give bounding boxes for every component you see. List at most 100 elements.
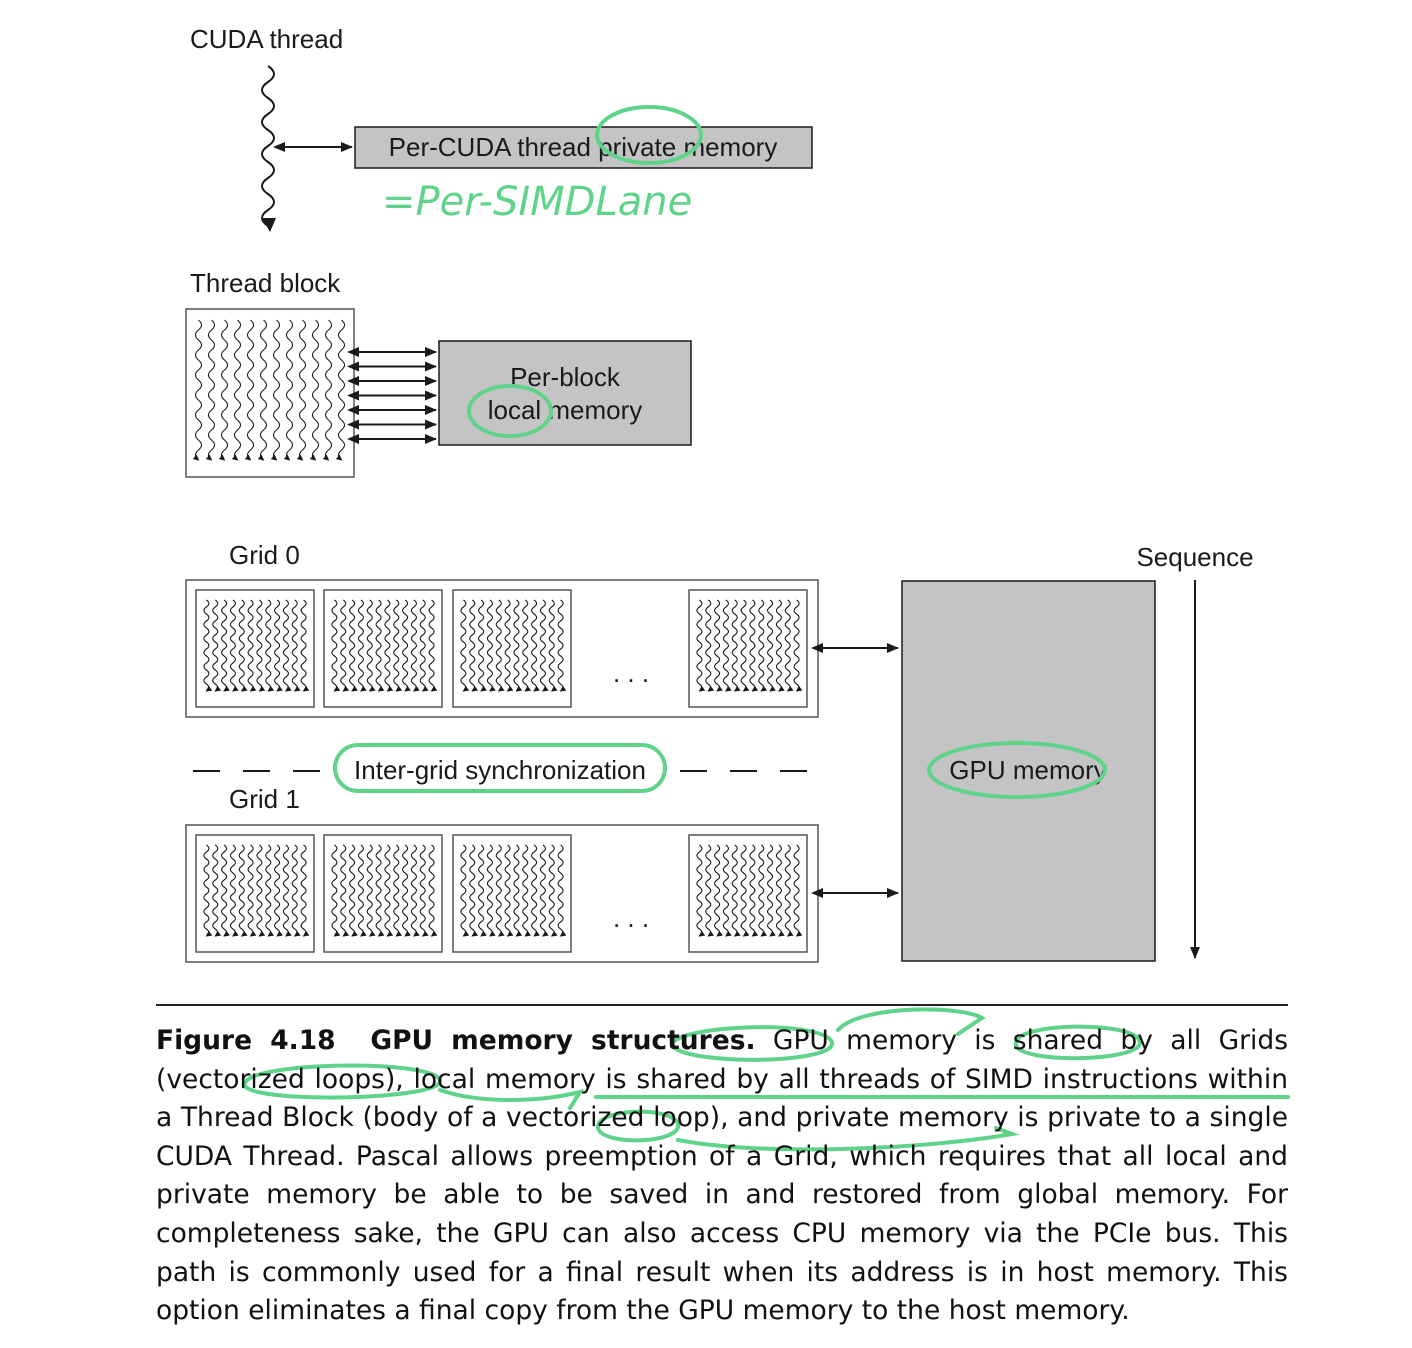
thread-squiggle [469, 844, 479, 937]
thread-squiggle [296, 319, 307, 461]
thread-squiggle [300, 599, 310, 692]
thread-squiggle [557, 599, 567, 692]
thread-squiggle [714, 599, 723, 692]
gpu-memory-label: GPU memory [949, 755, 1106, 785]
thread-squiggle [349, 599, 358, 692]
thread-squiggle [265, 599, 275, 692]
thread-squiggle [495, 844, 505, 937]
thread-squiggle [419, 599, 429, 692]
thread-squiggle [393, 844, 403, 937]
handwritten-per-simd-lane-note: =Per-SIMDLane [382, 179, 692, 225]
thread-squiggle [366, 599, 376, 692]
private-circle-annotation [595, 105, 703, 165]
thread-squiggle [486, 844, 496, 937]
thread-squiggle [557, 844, 567, 937]
thread-squiggle [335, 319, 346, 461]
thread-squiggle [539, 599, 549, 692]
grid0-ellipsis: . . . [613, 658, 649, 688]
thread-squiggle [722, 599, 732, 692]
thread-squiggle [740, 599, 750, 692]
thread-squiggle [531, 844, 540, 937]
thread-squiggle [478, 844, 487, 937]
thread-squiggle [256, 599, 266, 692]
thread-squiggle [270, 319, 281, 461]
thread-squiggle [244, 319, 255, 461]
thread-squiggle [749, 599, 759, 692]
grid1-thread-blocks [195, 834, 808, 953]
thread-squiggle [384, 844, 394, 937]
figure-number: Figure 4.18 [156, 1025, 336, 1056]
thread-squiggle [375, 844, 385, 937]
private-memory-label: Per-CUDA thread private memory [389, 132, 778, 162]
thread-squiggle [349, 844, 358, 937]
thread-squiggle [531, 599, 540, 692]
thread-squiggle [539, 844, 549, 937]
thread-squiggle [265, 844, 275, 937]
thread-squiggle [331, 844, 341, 937]
thread-squiggle [696, 844, 706, 937]
thread-squiggle [495, 599, 505, 692]
thread-squiggle [221, 599, 230, 692]
thread-squiggle [460, 599, 470, 692]
thread-block-threads [192, 319, 346, 461]
thread-squiggle [340, 844, 350, 937]
thread-squiggle [212, 599, 222, 692]
thread-squiggle [428, 599, 438, 692]
gpu-memory-circle-annotation [927, 741, 1107, 799]
figure-title: GPU memory structures. [370, 1025, 756, 1056]
thread-squiggle [469, 599, 479, 692]
thread-squiggle [384, 599, 394, 692]
thread-squiggle [192, 319, 203, 461]
thread-squiggle [274, 844, 283, 937]
thread-squiggle [486, 599, 496, 692]
grid0-label: Grid 0 [229, 540, 300, 570]
cuda-thread-arrowhead [262, 218, 276, 232]
thread-squiggle [331, 599, 341, 692]
thread-squiggle [229, 599, 239, 692]
thread-squiggle [300, 844, 310, 937]
figure-caption: Figure 4.18 GPU memory structures. GPU m… [156, 1022, 1288, 1331]
thread-squiggle [274, 599, 283, 692]
thread-squiggle [231, 319, 242, 461]
thread-squiggle [212, 844, 222, 937]
cuda-thread-label: CUDA thread [190, 24, 343, 54]
thread-squiggle [767, 844, 776, 937]
thread-squiggle [758, 599, 768, 692]
private-memory-box [354, 126, 813, 169]
thread-squiggle [357, 844, 367, 937]
sequence-label: Sequence [1136, 542, 1253, 572]
thread-squiggle [393, 599, 403, 692]
caption-rule [156, 1004, 1288, 1006]
thread-squiggle [291, 844, 301, 937]
thread-squiggle [357, 599, 367, 692]
thread-squiggle [218, 319, 229, 461]
thread-squiggle [731, 599, 741, 692]
thread-squiggle [283, 319, 294, 461]
gpu-memory-box [901, 580, 1156, 962]
thread-squiggle [229, 844, 239, 937]
sync-circle-annotation [333, 743, 667, 793]
thread-block-box [185, 308, 355, 478]
caption-ink-annotations [242, 1007, 1290, 1152]
thread-squiggle [203, 599, 213, 692]
thread-squiggle [504, 844, 514, 937]
thread-squiggle [548, 599, 558, 692]
inter-grid-sync-label: Inter-grid synchronization [354, 755, 646, 785]
thread-squiggle [749, 844, 759, 937]
thread-squiggle [460, 844, 470, 937]
local-circle-annotation [467, 384, 553, 438]
block-local-memory-box [438, 340, 692, 446]
thread-squiggle [205, 319, 216, 461]
thread-block-label: Thread block [190, 268, 341, 298]
thread-squiggle [784, 844, 794, 937]
block-memory-line2: local memory [488, 395, 643, 425]
thread-squiggle [375, 599, 385, 692]
thread-squiggle [402, 599, 411, 692]
thread-squiggle [731, 844, 741, 937]
thread-squiggle [784, 599, 794, 692]
thread-squiggle [696, 599, 706, 692]
thread-squiggle [504, 599, 514, 692]
thread-block-memory-arrows [347, 347, 437, 444]
thread-squiggle [705, 844, 715, 937]
thread-squiggle [256, 844, 266, 937]
